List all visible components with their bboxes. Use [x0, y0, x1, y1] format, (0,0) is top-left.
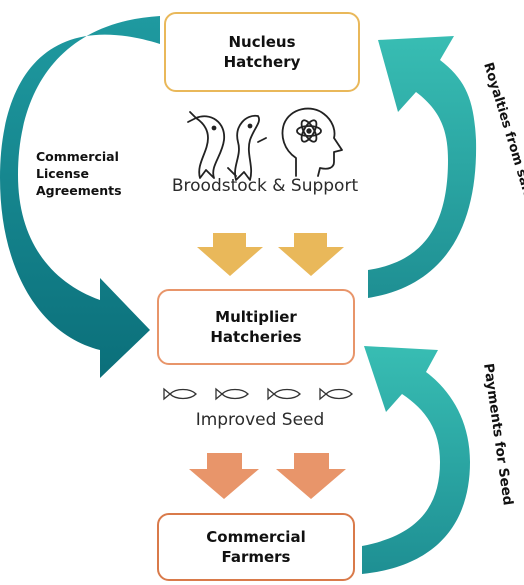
- payments-label: Payments for Seed: [480, 362, 516, 506]
- license-agreements-label: Commercial License Agreements: [36, 149, 122, 198]
- brain-science-icon: [281, 107, 343, 177]
- royalties-flow-arrow: [368, 36, 477, 298]
- small-fish-icon: [215, 387, 249, 401]
- down-arrow-gold-left: [197, 233, 263, 276]
- multiplier-hatcheries-box: Multiplier Hatcheries: [157, 289, 355, 365]
- down-arrow-orange-right: [276, 453, 346, 499]
- down-arrow-gold-right: [278, 233, 344, 276]
- improved-seed-caption: Improved Seed: [195, 410, 325, 430]
- commercial-farmers-box: Commercial Farmers: [157, 513, 355, 581]
- broodstock-support-caption: Broodstock & Support: [171, 176, 359, 196]
- fish-pair-icon: [187, 111, 267, 181]
- royalties-label: Royalties from sales of seed: [480, 61, 524, 264]
- small-fish-icon: [319, 387, 353, 401]
- small-fish-icon: [163, 387, 197, 401]
- small-fish-icon: [267, 387, 301, 401]
- down-arrow-orange-left: [189, 453, 259, 499]
- small-fish-icon-row: [163, 387, 353, 401]
- nucleus-hatchery-box: Nucleus Hatchery: [164, 12, 360, 92]
- payments-flow-arrow: [362, 346, 470, 574]
- license-flow-arrow: [0, 16, 160, 378]
